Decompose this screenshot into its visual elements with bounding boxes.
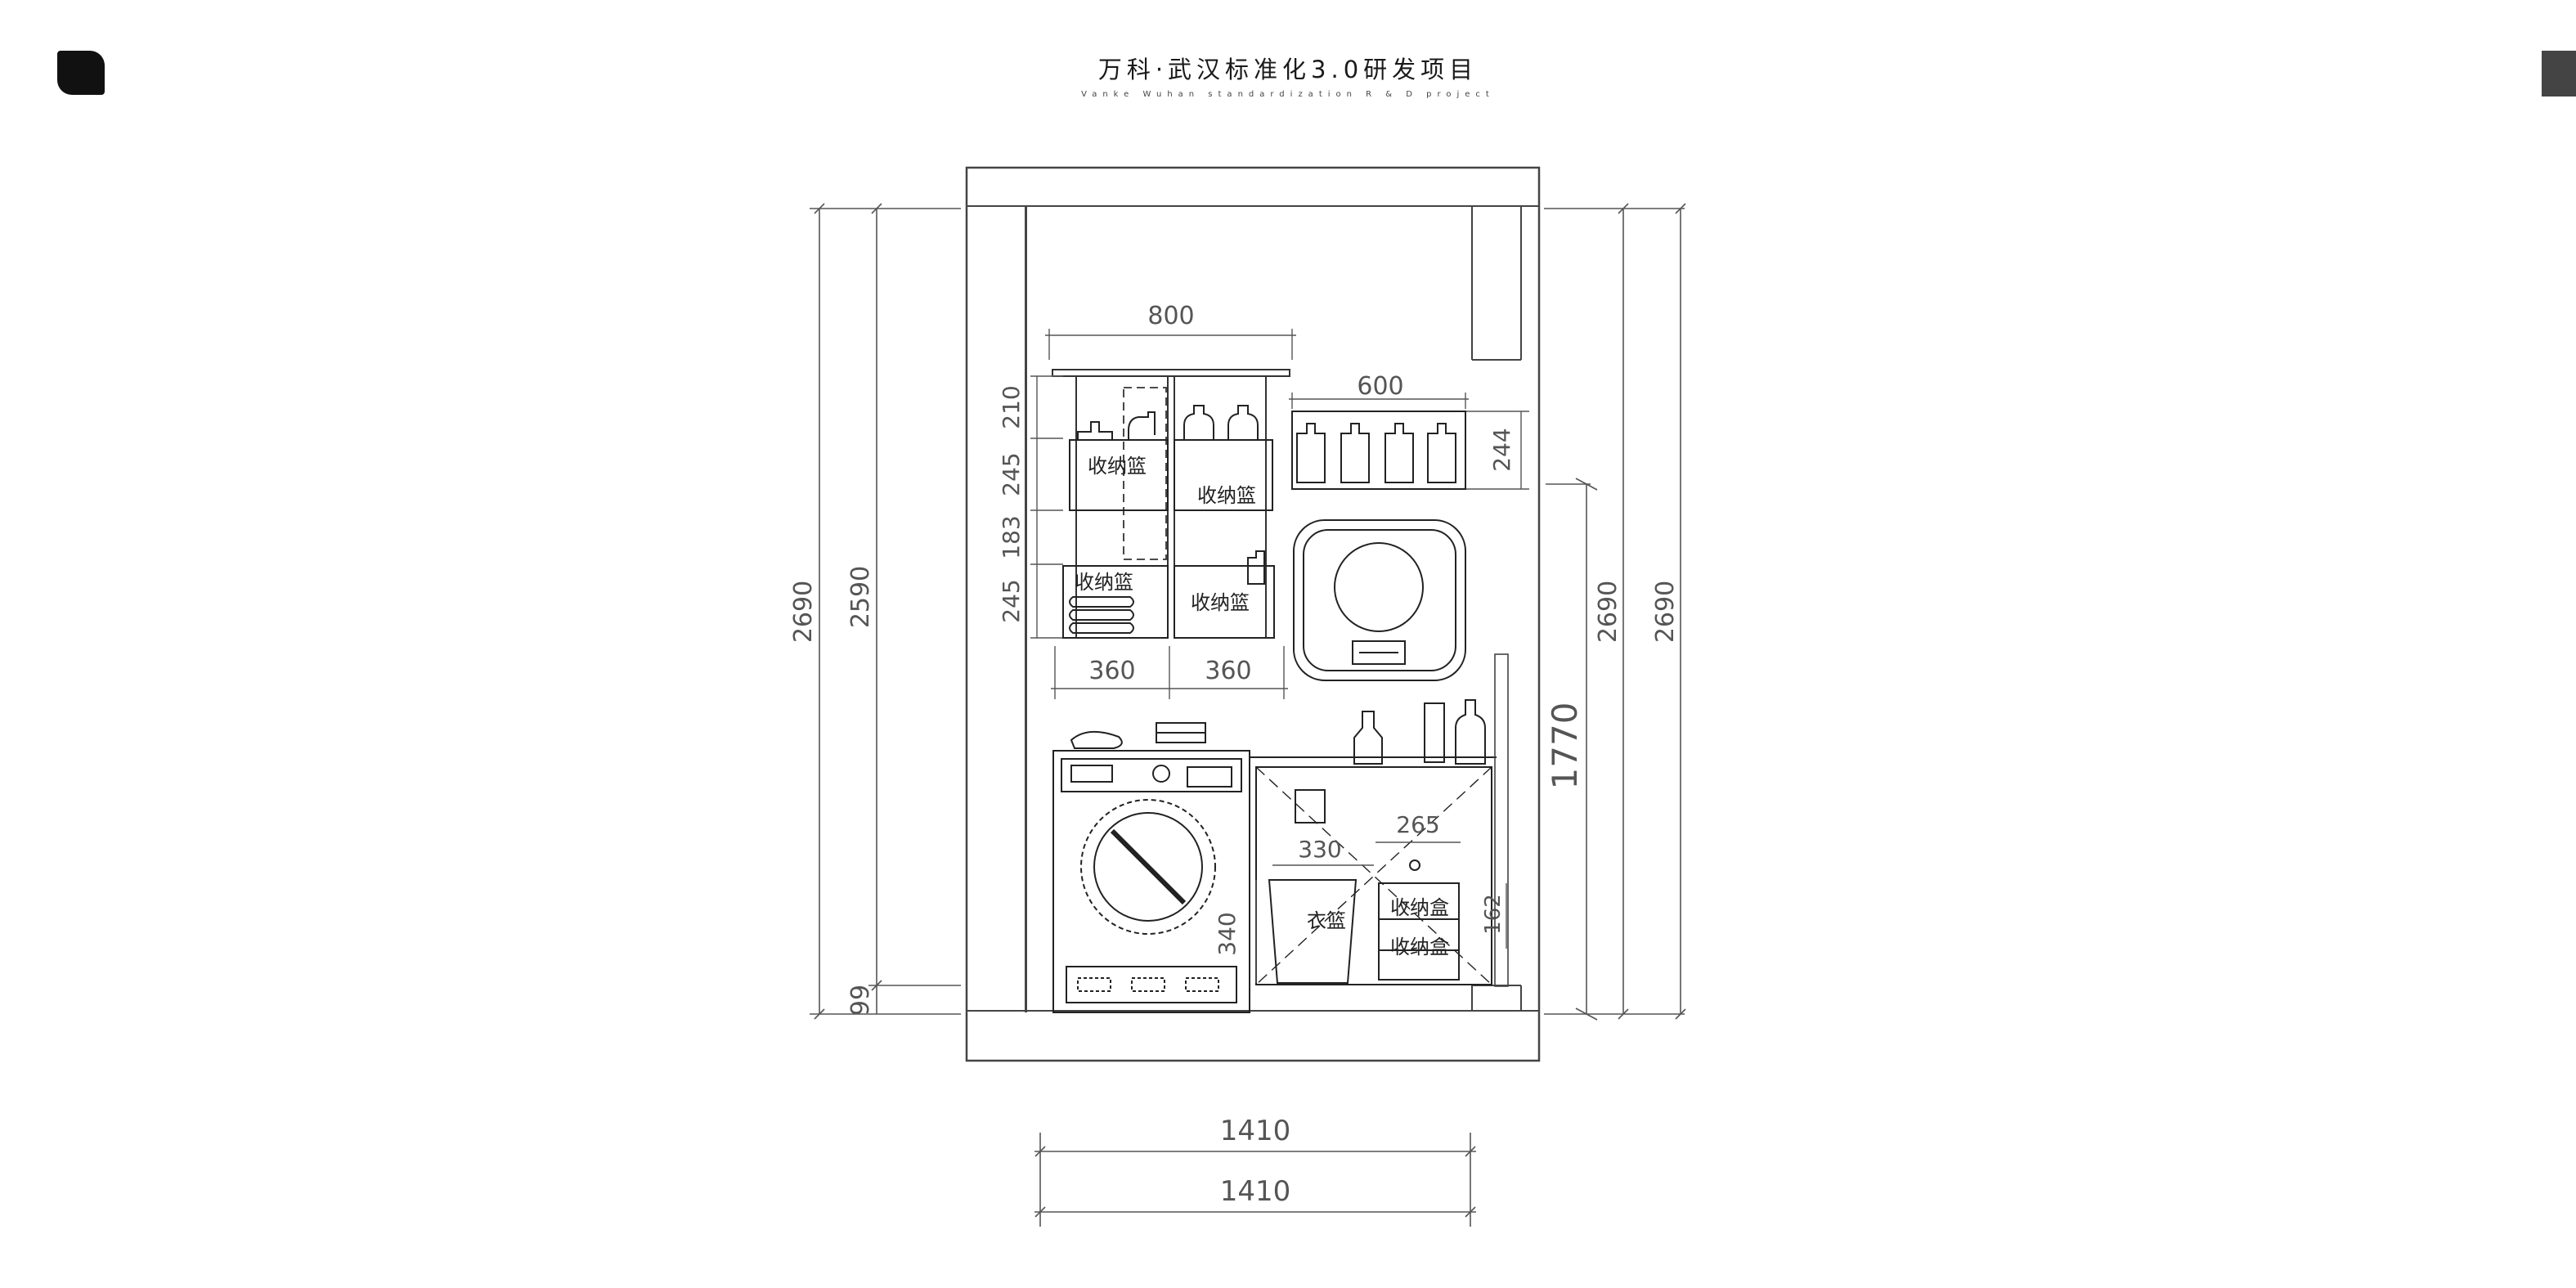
left-dimensions (810, 203, 961, 1020)
basket-label-tr: 收纳篮 (1197, 484, 1256, 507)
logo-right (2542, 51, 2576, 96)
storage-box-label-1: 收纳盒 (1390, 896, 1449, 919)
project-subtitle: Vanke Wuhan standardization R & D projec… (1081, 90, 1495, 99)
dim-rack-h1: 210 (998, 385, 1025, 429)
basket-label-bl: 收纳篮 (1075, 571, 1133, 594)
basket-label-br: 收纳篮 (1191, 591, 1250, 614)
upper-baskets (1069, 405, 1273, 511)
dim-basket-w2: 360 (1205, 657, 1251, 685)
dim-cabinet-w2: 265 (1396, 811, 1439, 838)
basket-width-dims (1051, 646, 1288, 699)
lower-baskets (1062, 550, 1275, 639)
dim-width-top: 1410 (1220, 1115, 1291, 1147)
wall-washer (1293, 519, 1466, 681)
project-title: 万科·武汉标准化3.0研发项目 (1097, 56, 1479, 83)
dim-rack-h4: 245 (998, 579, 1025, 622)
storage-box-label-2: 收纳盒 (1390, 936, 1449, 958)
washing-machine (1052, 750, 1250, 1013)
basket-label-tl: 收纳篮 (1088, 455, 1147, 478)
dim-shelf-height: 244 (1488, 428, 1515, 471)
room-walls (965, 166, 1541, 1062)
logo-left (57, 51, 105, 95)
laundry-basket-label: 衣篮 (1307, 909, 1346, 932)
dim-right-outer: 2690 (1651, 581, 1680, 643)
dim-right-mid: 1770 (1545, 702, 1585, 790)
dim-width-bottom: 1410 (1220, 1175, 1291, 1208)
dim-rack-width: 800 (1147, 302, 1194, 330)
dim-cabinet-h1: 340 (1214, 912, 1241, 955)
dim-basket-w1: 360 (1088, 657, 1135, 685)
lower-cabinet (1250, 756, 1507, 985)
dim-left-base: 99 (846, 985, 875, 1016)
counter-items (1070, 699, 1486, 765)
right-edge-panel (1494, 653, 1509, 987)
bottom-dimensions (1034, 1133, 1476, 1227)
dim-rack-h3: 183 (998, 515, 1025, 559)
dim-shelf-width: 600 (1357, 372, 1403, 401)
dim-right-inner: 2690 (1594, 581, 1622, 643)
dim-left-inner: 2590 (846, 566, 875, 628)
dim-rack-h2: 245 (998, 452, 1025, 496)
dim-left-outer: 2690 (789, 581, 818, 643)
wall-shelf (1289, 393, 1529, 490)
page-header: 万科·武汉标准化3.0研发项目 Vanke Wuhan standardizat… (0, 51, 2576, 99)
right-dimensions (1544, 203, 1686, 1021)
dim-cabinet-h2: 162 (1481, 894, 1506, 935)
dim-cabinet-w1: 330 (1298, 836, 1341, 863)
